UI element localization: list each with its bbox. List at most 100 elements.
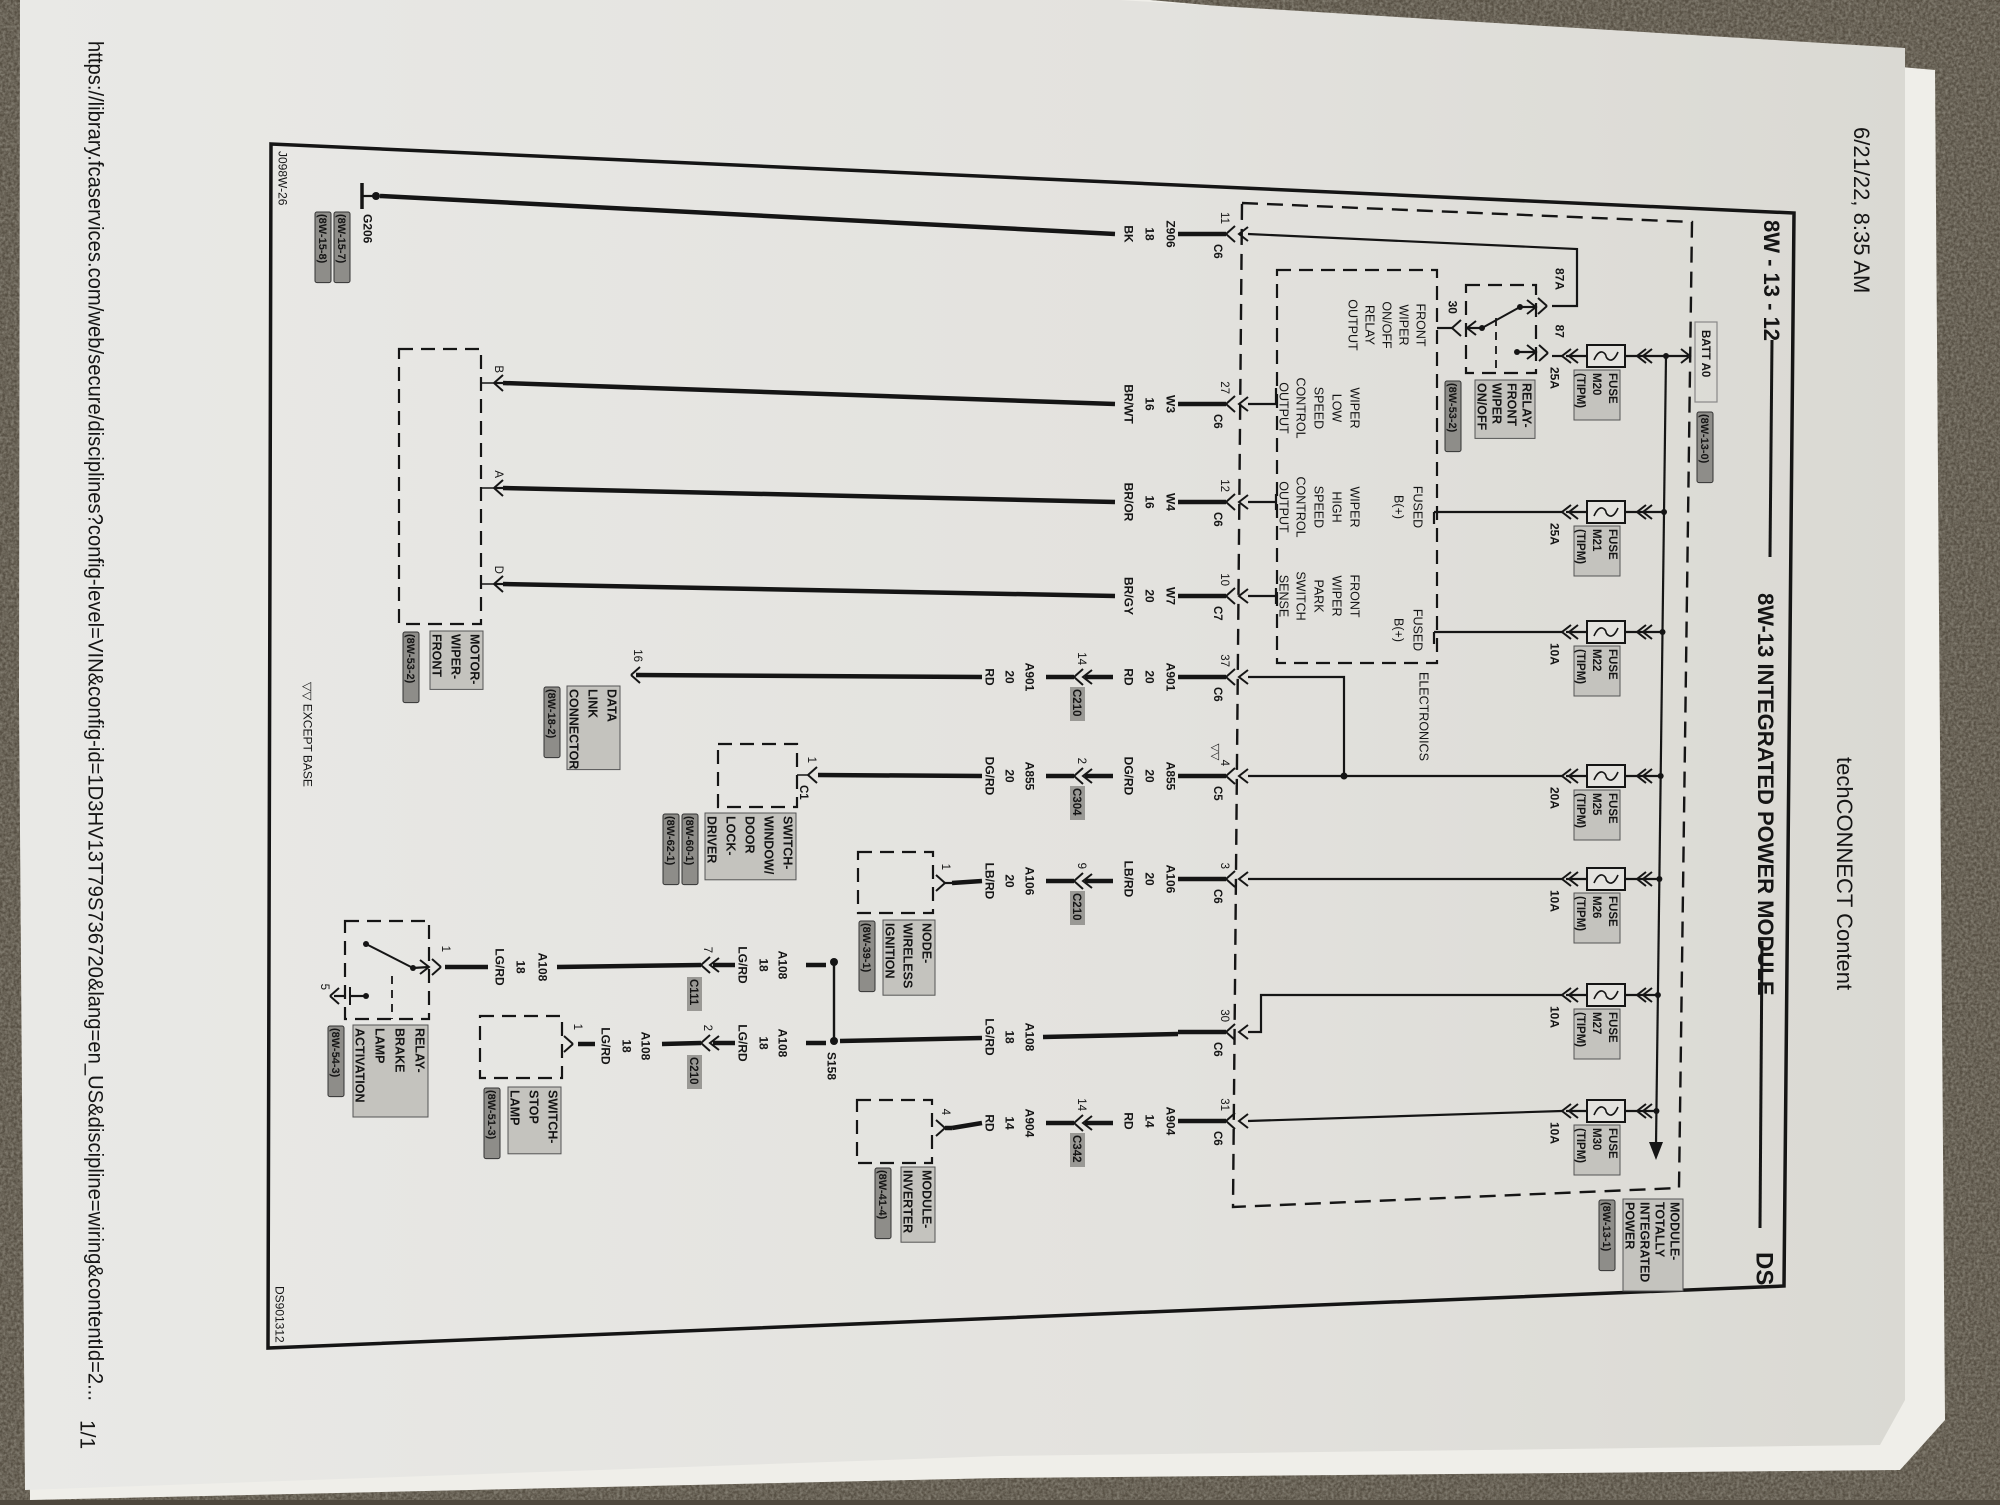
internal-function-label: FRONT [1348,574,1362,617]
internal-function-label: HIGH [1330,491,1344,522]
stop-lamp-switch-ref-tag: (8W-51-3) [485,1090,497,1140]
module-pin-arrow-icon [1237,669,1249,685]
connector-pin-icon [1225,501,1236,511]
connector-pin-icon [1225,1112,1236,1122]
inline-connector-pin-icon [1073,1122,1084,1132]
wireless-ignition-node-ref-tag-bg [858,920,876,993]
wire-gauge: 20 [1003,874,1017,888]
inline-pin-number: 14 [1075,652,1087,665]
fuse-label-id: M20 [1590,373,1602,395]
wire-circuit-id: W7 [1164,587,1178,605]
fuse-double-chevron-icon [1635,768,1647,784]
stop-lamp-switch-label-box [507,1086,562,1155]
tipm-module-label-line: TOTALLY [1653,1202,1667,1258]
module-pin-arrow-icon [1237,1113,1249,1129]
fuse-double-chevron-icon [1567,768,1579,784]
connector-pin-icon [1225,767,1236,777]
internal-function-label: LOW [1330,394,1344,423]
fuse-double-chevron-icon [1567,1103,1579,1119]
brake-lamp-relay-label-line: ACTIVATION [353,1028,367,1103]
fuse-rating: 20A [1548,787,1562,809]
internal-function-label: PARK [1312,579,1326,613]
fuse-label-box [1573,1124,1621,1176]
bus-arrow-icon [1649,1142,1663,1160]
motor-pin-label: A [492,470,504,478]
wire-color: RD [983,1114,997,1132]
connector-pin-icon [1225,233,1236,243]
module-pin-arrow-icon [1237,768,1249,784]
window-switch-conn: C1 [797,785,809,800]
fuse-rating: 10A [1548,890,1562,912]
wire-w3 [502,380,1116,407]
print-url[interactable]: https://library.fcaservices.com/web/secu… [83,41,106,1401]
section-code: DS [1750,1252,1777,1285]
wire-w4 [502,485,1116,505]
inline-connector-pin-icon [700,1042,711,1052]
internal-function-label: OUTPUT [1277,382,1291,434]
electronics-label: ELECTRONICS [1417,672,1431,761]
wire-gauge: 18 [757,958,771,972]
front-wiper-motor-outline [397,347,483,626]
stop-lamp-switch-ref-tag-bg [483,1087,501,1160]
wire-circuit-id: A108 [1023,1023,1037,1052]
internal-function-label: FRONT [1414,303,1428,346]
fuse-double-chevron-icon [1641,504,1653,520]
brake-lamp-relay-label-box [352,1024,429,1118]
window-door-lock-switch-label-line: WINDOW/ [762,816,776,875]
front-wiper-relay-label-box [1474,379,1536,439]
fuse-element-icon [1593,627,1619,637]
internal-function-label: SENSE [1277,575,1291,617]
wire-circuit-id: W4 [1164,493,1178,511]
fuse-double-chevron-icon [1635,871,1647,887]
fuse-element-icon [1593,507,1619,517]
brake-relay-pin-number: 5 [318,984,330,990]
inverter-module-outline [855,1098,934,1165]
inline-connector-id: C111 [687,979,699,1006]
inverter-pin-icon [935,1119,946,1129]
window-switch-pin-icon [807,774,818,784]
connector-id: C7 [1211,606,1223,621]
motor-pin-label: D [492,566,504,574]
inline-pin-number: 2 [701,1025,713,1031]
batt-feed-label: BATT A0 [1699,330,1711,377]
brake-lamp-relay-outline [343,919,431,1021]
wire-color: BK [1122,225,1136,243]
connector-pin-icon [1225,587,1236,597]
wire [1248,675,1346,776]
motor-pin-icon [493,479,504,489]
tipm-module-label-box [1622,1198,1684,1292]
page-code: 8W - 13 - 12 [1759,220,1784,341]
connector-id: C6 [1211,1131,1223,1146]
title-rule [1758,940,1764,1229]
relay-pin-87-label: 87 [1553,325,1567,339]
ground-ref-tag-bg [333,211,351,284]
window-door-lock-switch-label-line: SWITCH- [781,816,795,869]
wire-circuit-id: A904 [1023,1109,1037,1138]
chevron-icon [1526,344,1538,360]
title-rule [1768,339,1774,558]
pin-number: 37 [1218,654,1230,667]
diagram-title: 8W-13 INTEGRATED POWER MODULE [1753,593,1778,996]
fuse-label-loc: (TIPM) [1574,1128,1586,1163]
inline-connector-pin-icon [700,956,711,966]
fuse-label-box [1573,1008,1621,1060]
fuse-double-chevron-icon [1567,504,1579,520]
stop-lamp-switch-label-line: STOP [527,1090,541,1124]
wire-gauge: 18 [1003,1030,1017,1044]
fuse-rating: 10A [1548,643,1562,665]
wire-circuit-id: A108 [776,1029,790,1058]
wire-circuit-id: A108 [776,951,790,980]
internal-function-label: SPEED [1312,486,1326,528]
fuse-double-chevron-icon [1567,871,1579,887]
pin-number: 4 [1218,760,1230,767]
dlc-pin-number: 16 [631,649,643,662]
front-wiper-relay-ref-tag-bg [1444,380,1462,453]
inline-connector-id-bg [687,977,702,1011]
brake-relay-pin-5-icon [329,987,340,997]
wire-circuit-id: A855 [1164,762,1178,791]
module-pin-arrow-icon [1237,588,1249,604]
wire-color: LB/RD [983,863,997,900]
inline-connector-id-bg [1070,891,1085,925]
print-datetime: 6/21/22, 8:35 AM [1849,127,1874,293]
wireless-ignition-node-label-box [882,919,936,996]
